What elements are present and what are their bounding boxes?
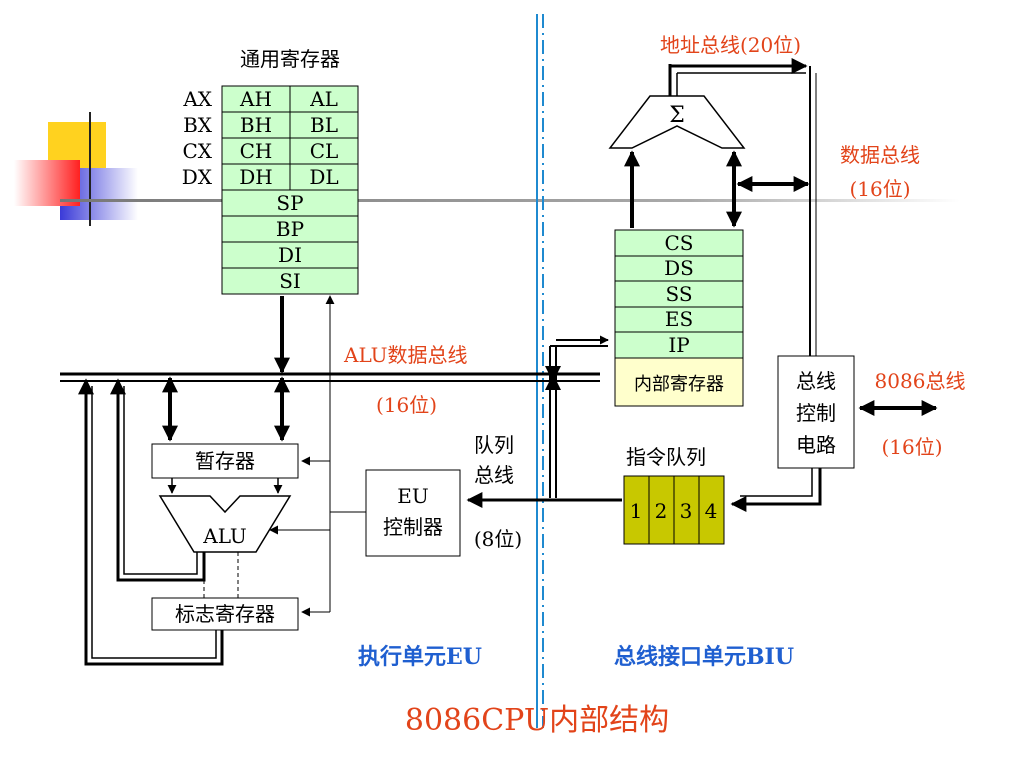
- decor-gray-line: [60, 199, 960, 202]
- temp-register-box: [151, 443, 299, 479]
- flags-register-label: 标志寄存器: [175, 602, 275, 626]
- gp-register-file: AX BX CX DX AH AL BH BL CH CL DH DL SP B…: [182, 85, 359, 295]
- register-cl: CL: [310, 139, 339, 163]
- instruction-queue-label: 指令队列: [626, 445, 706, 469]
- diagram-caption: 8086CPU内部结构: [405, 703, 669, 738]
- bus-control-line2: 控制: [796, 401, 836, 425]
- queue-slot-1: 1: [630, 499, 643, 523]
- register-name-cx: CX: [182, 139, 212, 163]
- segment-register-file: CS DS SS ES IP 内部寄存器: [614, 229, 744, 407]
- register-si: SI: [279, 269, 301, 293]
- address-bus-label: 地址总线(20位): [660, 33, 801, 57]
- bus-control-line1: 总线: [796, 369, 836, 393]
- bus-control-vertical-link: [809, 66, 817, 356]
- queue-slot-3: 3: [680, 499, 693, 523]
- flags-register-box: [151, 597, 299, 631]
- internal-registers-label: 内部寄存器: [634, 374, 724, 395]
- decor-logo: [14, 112, 138, 226]
- external-bus-width: (16位): [881, 435, 942, 459]
- temp-register-label: 暂存器: [195, 449, 255, 473]
- register-es: ES: [665, 307, 693, 331]
- alu-bus-width: (16位): [376, 393, 437, 417]
- queue-bus-label-line1: 队列: [474, 433, 514, 457]
- eu-controller-line1: EU: [397, 484, 428, 508]
- register-bh: BH: [240, 113, 272, 137]
- register-cs: CS: [664, 231, 693, 255]
- register-al: AL: [309, 87, 338, 111]
- adder-symbol: Σ: [669, 103, 685, 128]
- alu-result-path: [110, 378, 206, 582]
- register-ah: AH: [239, 87, 272, 111]
- external-bus-label: 8086总线: [875, 369, 966, 393]
- register-ds: DS: [664, 256, 694, 280]
- register-name-ax: AX: [182, 87, 212, 111]
- data-bus-label: 数据总线: [840, 143, 920, 167]
- alu-bus-label: ALU数据总线: [343, 343, 468, 367]
- eu-biu-divider: [536, 14, 544, 728]
- alu-label: ALU: [202, 524, 247, 548]
- register-bl: BL: [310, 113, 338, 137]
- eu-control-signals: [269, 295, 366, 617]
- register-bp: BP: [276, 217, 304, 241]
- address-bus: [668, 58, 808, 96]
- eu-section-label: 执行单元EU: [358, 644, 482, 670]
- queue-bus-label-line2: 总线: [474, 463, 514, 487]
- queue-bus-width: (8位): [474, 527, 522, 551]
- bus-control-line3: 电路: [796, 433, 836, 457]
- eu-controller-box: [365, 469, 461, 557]
- register-dl: DL: [309, 165, 338, 189]
- eu-controller-line2: 控制器: [383, 515, 443, 539]
- register-ch: CH: [240, 139, 273, 163]
- biu-section-label: 总线接口单元BIU: [614, 644, 794, 670]
- queue-bus: [466, 335, 622, 508]
- register-name-bx: BX: [183, 113, 213, 137]
- queue-slot-2: 2: [655, 499, 668, 523]
- address-adder-shape: [608, 95, 746, 149]
- queue-slot-4: 4: [705, 499, 718, 523]
- register-sp: SP: [276, 191, 303, 215]
- register-name-dx: DX: [182, 165, 213, 189]
- bus-control-box: [777, 355, 855, 469]
- gp-registers-title: 通用寄存器: [240, 47, 340, 71]
- register-ip: IP: [668, 333, 689, 357]
- register-dh: DH: [239, 165, 272, 189]
- data-bus-width: (16位): [849, 177, 910, 201]
- register-ss: SS: [665, 282, 692, 306]
- control-queue-link: [730, 468, 822, 512]
- flags-bus-path: [78, 378, 224, 666]
- instruction-queue: 1 2 3 4: [623, 475, 725, 545]
- register-di: DI: [278, 243, 302, 267]
